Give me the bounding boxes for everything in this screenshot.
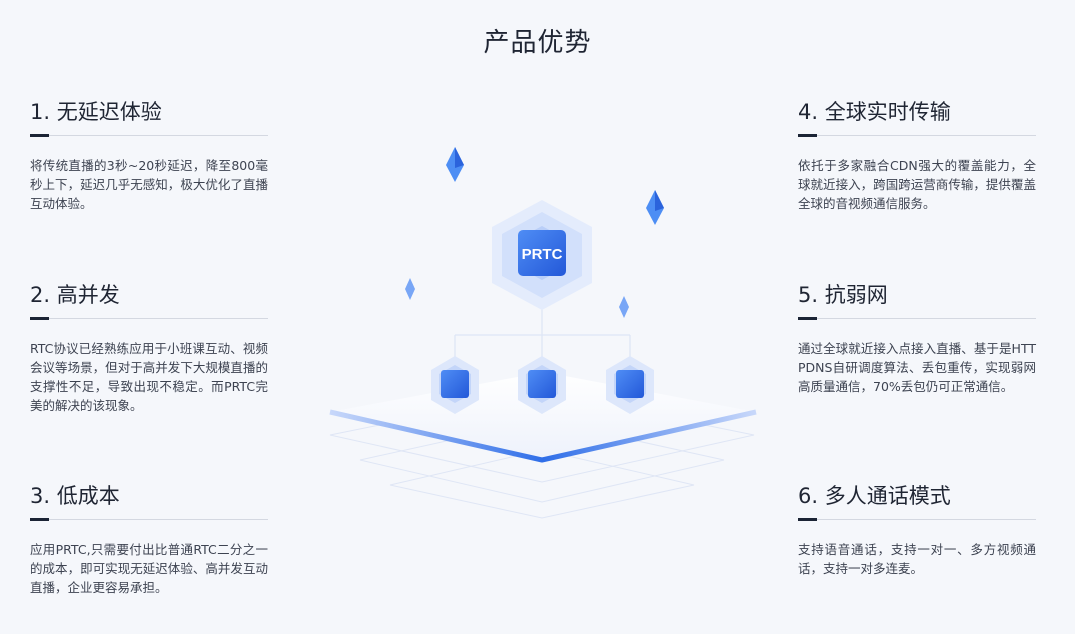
floating-diamond-icon: [405, 278, 415, 300]
feature-divider: [798, 518, 1036, 521]
edge-node-center: [518, 356, 566, 414]
feature-title: 3. 低成本: [30, 484, 120, 508]
feature-divider: [30, 518, 268, 521]
feature-description: 应用PRTC,只需要付出比普通RTC二分之一的成本，即可实现无延迟体验、高并发互…: [30, 542, 268, 595]
feature-divider: [30, 134, 268, 137]
feature-low-cost: 3. 低成本 应用PRTC,只需要付出比普通RTC二分之一的成本，即可实现无延迟…: [30, 481, 268, 597]
feature-description: 依托于多家融合CDN强大的覆盖能力，全球就近接入，跨国跨运营商传输，提供覆盖全球…: [798, 158, 1036, 211]
feature-title: 2. 高并发: [30, 283, 120, 307]
feature-title: 6. 多人通话模式: [798, 484, 951, 508]
feature-divider: [798, 317, 1036, 320]
edge-node-left: [431, 356, 479, 414]
feature-description: 支持语音通话，支持一对一、多方视频通话，支持一对多连麦。: [798, 542, 1036, 576]
page-title: 产品优势: [483, 28, 592, 58]
floating-diamond-icon: [646, 190, 664, 225]
prtc-network-illustration: PRTC: [329, 147, 757, 519]
hub-label: PRTC: [522, 246, 563, 263]
feature-description: 将传统直播的3秒~20秒延迟，降至800毫秒上下，延迟几乎无感知，极大优化了直播…: [30, 158, 268, 211]
feature-weak-network: 5. 抗弱网 通过全球就近接入点接入直播、基于是HTTPDNS自研调度算法、丢包…: [798, 280, 1036, 396]
feature-title: 1. 无延迟体验: [30, 100, 162, 124]
hub-node: [492, 200, 592, 310]
feature-low-latency: 1. 无延迟体验 将传统直播的3秒~20秒延迟，降至800毫秒上下，延迟几乎无感…: [30, 97, 268, 213]
platform-edge: [329, 409, 757, 463]
feature-high-concurrency: 2. 高并发 RTC协议已经熟练应用于小班课互动、视频会议等场景，但对于高并发下…: [30, 280, 268, 415]
edge-node-right: [606, 356, 654, 414]
feature-divider: [798, 134, 1036, 137]
feature-title: 4. 全球实时传输: [798, 100, 951, 124]
feature-description: RTC协议已经熟练应用于小班课互动、视频会议等场景，但对于高并发下大规模直播的支…: [30, 341, 268, 413]
feature-multi-party-call: 6. 多人通话模式 支持语音通话，支持一对一、多方视频通话，支持一对多连麦。: [798, 481, 1036, 578]
feature-title: 5. 抗弱网: [798, 283, 888, 307]
feature-description: 通过全球就近接入点接入直播、基于是HTTPDNS自研调度算法、丢包重传，实现弱网…: [798, 341, 1036, 394]
floating-diamond-icon: [446, 147, 464, 182]
floating-diamond-icon: [619, 296, 629, 318]
feature-divider: [30, 317, 268, 320]
feature-global-transmission: 4. 全球实时传输 依托于多家融合CDN强大的覆盖能力，全球就近接入，跨国跨运营…: [798, 97, 1036, 213]
